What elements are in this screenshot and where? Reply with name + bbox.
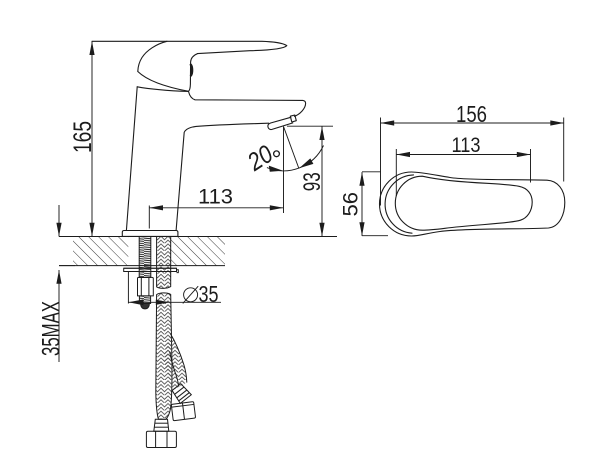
svg-text:35: 35 — [199, 281, 219, 307]
svg-text:156: 156 — [456, 101, 487, 127]
svg-text:165: 165 — [69, 121, 97, 153]
svg-text:113: 113 — [452, 134, 481, 157]
svg-text:113: 113 — [198, 185, 233, 208]
svg-text:56: 56 — [340, 192, 363, 217]
svg-text:93: 93 — [299, 172, 326, 191]
svg-text:35MAX: 35MAX — [38, 301, 66, 356]
